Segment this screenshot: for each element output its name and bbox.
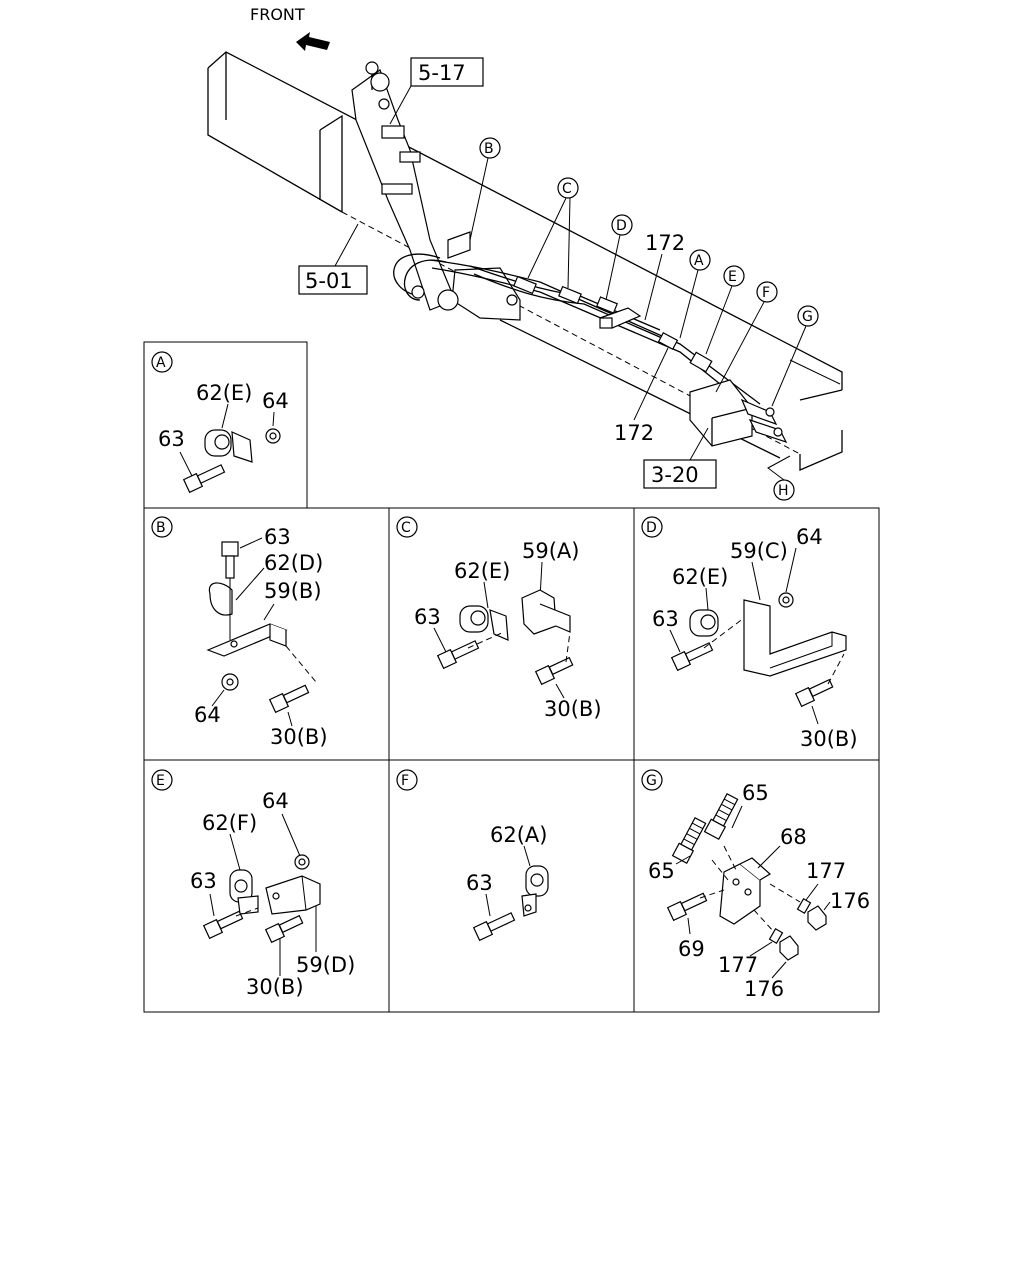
detail-g-label-176-right: 176 bbox=[830, 889, 870, 913]
detail-e-label-62: 62(F) bbox=[202, 811, 257, 835]
brake-lever-assembly bbox=[351, 61, 521, 321]
detail-g-label-177-bottom: 177 bbox=[718, 953, 758, 977]
callout-circle-e bbox=[723, 265, 745, 287]
detail-b-label-62: 62(D) bbox=[264, 551, 323, 575]
detail-c-letter: C bbox=[401, 520, 411, 536]
detail-c-label-30: 30(B) bbox=[544, 697, 602, 721]
detail-a-letter: A bbox=[156, 355, 166, 371]
detail-grid-lines bbox=[143, 341, 880, 1013]
detail-e-label-63: 63 bbox=[190, 869, 217, 893]
ref-box-3-20 bbox=[643, 459, 717, 489]
front-label: FRONT bbox=[250, 5, 305, 24]
callout-circle-c bbox=[557, 177, 579, 199]
detail-d-label-59: 59(C) bbox=[730, 539, 788, 563]
detail-b-letter: B bbox=[156, 520, 166, 536]
rear-bracket bbox=[689, 379, 788, 447]
detail-c-label-59: 59(A) bbox=[522, 539, 579, 563]
detail-c: C 59(A) 62(E) 63 30(B) bbox=[396, 516, 602, 721]
part-172-upper: 172 bbox=[645, 231, 685, 255]
detail-g-letter: G bbox=[646, 773, 657, 789]
detail-a-label-64: 64 bbox=[262, 389, 289, 413]
detail-b-label-63: 63 bbox=[264, 525, 291, 549]
detail-g-label-65-left: 65 bbox=[648, 859, 675, 883]
detail-d-label-63: 63 bbox=[652, 607, 679, 631]
main-view: FRONT bbox=[207, 5, 843, 501]
callout-f: F bbox=[762, 285, 770, 301]
detail-g-label-65-top: 65 bbox=[742, 781, 769, 805]
detail-g: G 65 68 65 177 176 69 177 176 bbox=[641, 769, 870, 1001]
parking-brake-cable bbox=[429, 259, 761, 413]
ref-5-17: 5-17 bbox=[418, 61, 466, 85]
callout-circle-a bbox=[689, 249, 711, 271]
callout-circle-d bbox=[611, 214, 633, 236]
detail-e: E 64 62(F) 63 59(D) 30(B) bbox=[151, 769, 355, 999]
callout-circle-b bbox=[479, 137, 501, 159]
detail-g-label-68: 68 bbox=[780, 825, 807, 849]
detail-e-label-30: 30(B) bbox=[246, 975, 304, 999]
detail-a: A 64 62(E) 63 bbox=[151, 351, 289, 494]
detail-b-label-59: 59(B) bbox=[264, 579, 322, 603]
ref-box-5-17 bbox=[410, 57, 484, 87]
detail-a-label-63: 63 bbox=[158, 427, 185, 451]
detail-e-label-59: 59(D) bbox=[296, 953, 355, 977]
front-arrow-icon bbox=[296, 32, 330, 51]
detail-f-label-62: 62(A) bbox=[490, 823, 547, 847]
detail-c-label-63: 63 bbox=[414, 605, 441, 629]
callout-c: C bbox=[562, 181, 572, 197]
detail-e-letter: E bbox=[156, 773, 165, 789]
callout-h: H bbox=[778, 483, 789, 499]
detail-c-label-62: 62(E) bbox=[454, 559, 510, 583]
detail-f-letter: F bbox=[401, 773, 409, 789]
detail-b-label-30: 30(B) bbox=[270, 725, 328, 749]
callout-d: D bbox=[616, 218, 627, 234]
ref-3-20: 3-20 bbox=[651, 463, 699, 487]
detail-d-label-62: 62(E) bbox=[672, 565, 728, 589]
detail-g-label-176-bottom: 176 bbox=[744, 977, 784, 1001]
detail-d-label-30: 30(B) bbox=[800, 727, 858, 751]
callout-circle-f bbox=[756, 281, 778, 303]
detail-g-label-177-right: 177 bbox=[806, 859, 846, 883]
callout-g: G bbox=[802, 309, 813, 325]
detail-d-letter: D bbox=[646, 520, 657, 536]
callout-e: E bbox=[728, 269, 737, 285]
detail-e-label-64: 64 bbox=[262, 789, 289, 813]
callout-circle-g bbox=[797, 305, 819, 327]
detail-a-label-62: 62(E) bbox=[196, 381, 252, 405]
ref-box-5-01 bbox=[298, 265, 368, 295]
callout-a: A bbox=[694, 253, 704, 269]
detail-g-label-69: 69 bbox=[678, 937, 705, 961]
detail-b-label-64: 64 bbox=[194, 703, 221, 727]
callout-b: B bbox=[484, 141, 494, 157]
part-172-lower: 172 bbox=[614, 421, 654, 445]
detail-d: D 59(C) 64 62(E) 63 30(B) bbox=[641, 516, 858, 751]
detail-f-label-63: 63 bbox=[466, 871, 493, 895]
ref-5-01: 5-01 bbox=[305, 269, 353, 293]
detail-d-label-64: 64 bbox=[796, 525, 823, 549]
detail-b: B 63 62(D) 59(B) 64 30(B) bbox=[151, 516, 328, 749]
detail-f: F 62(A) 63 bbox=[396, 769, 549, 942]
